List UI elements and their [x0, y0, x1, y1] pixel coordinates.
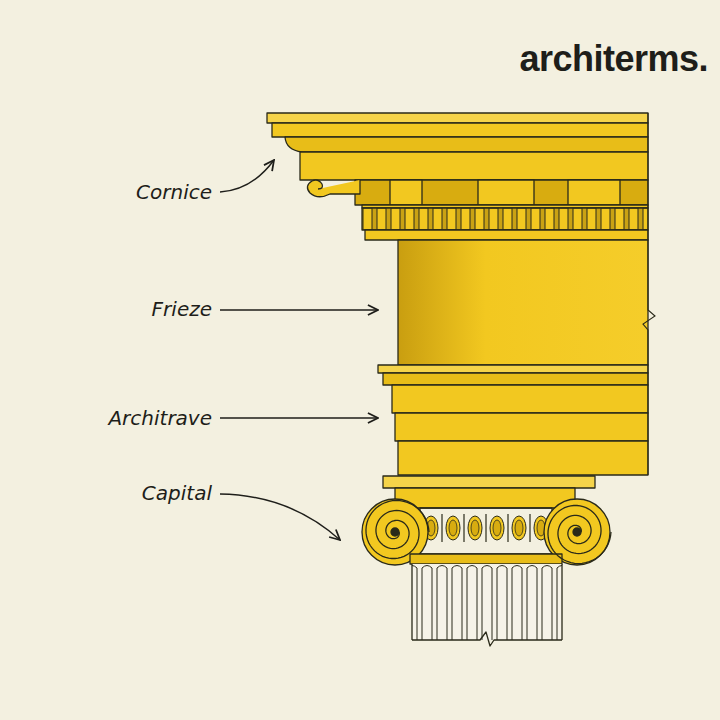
part-label: Frieze — [152, 297, 212, 321]
part-label: Architrave — [108, 406, 212, 430]
part-label: Cornice — [136, 180, 212, 204]
leader-lines — [220, 160, 378, 540]
brand-title: architerms. — [519, 38, 708, 80]
volute-spiral — [548, 505, 611, 563]
volute-eye — [391, 528, 399, 536]
volute-spiral — [366, 500, 429, 558]
volute-eye — [573, 528, 581, 536]
part-label: Capital — [142, 481, 212, 505]
